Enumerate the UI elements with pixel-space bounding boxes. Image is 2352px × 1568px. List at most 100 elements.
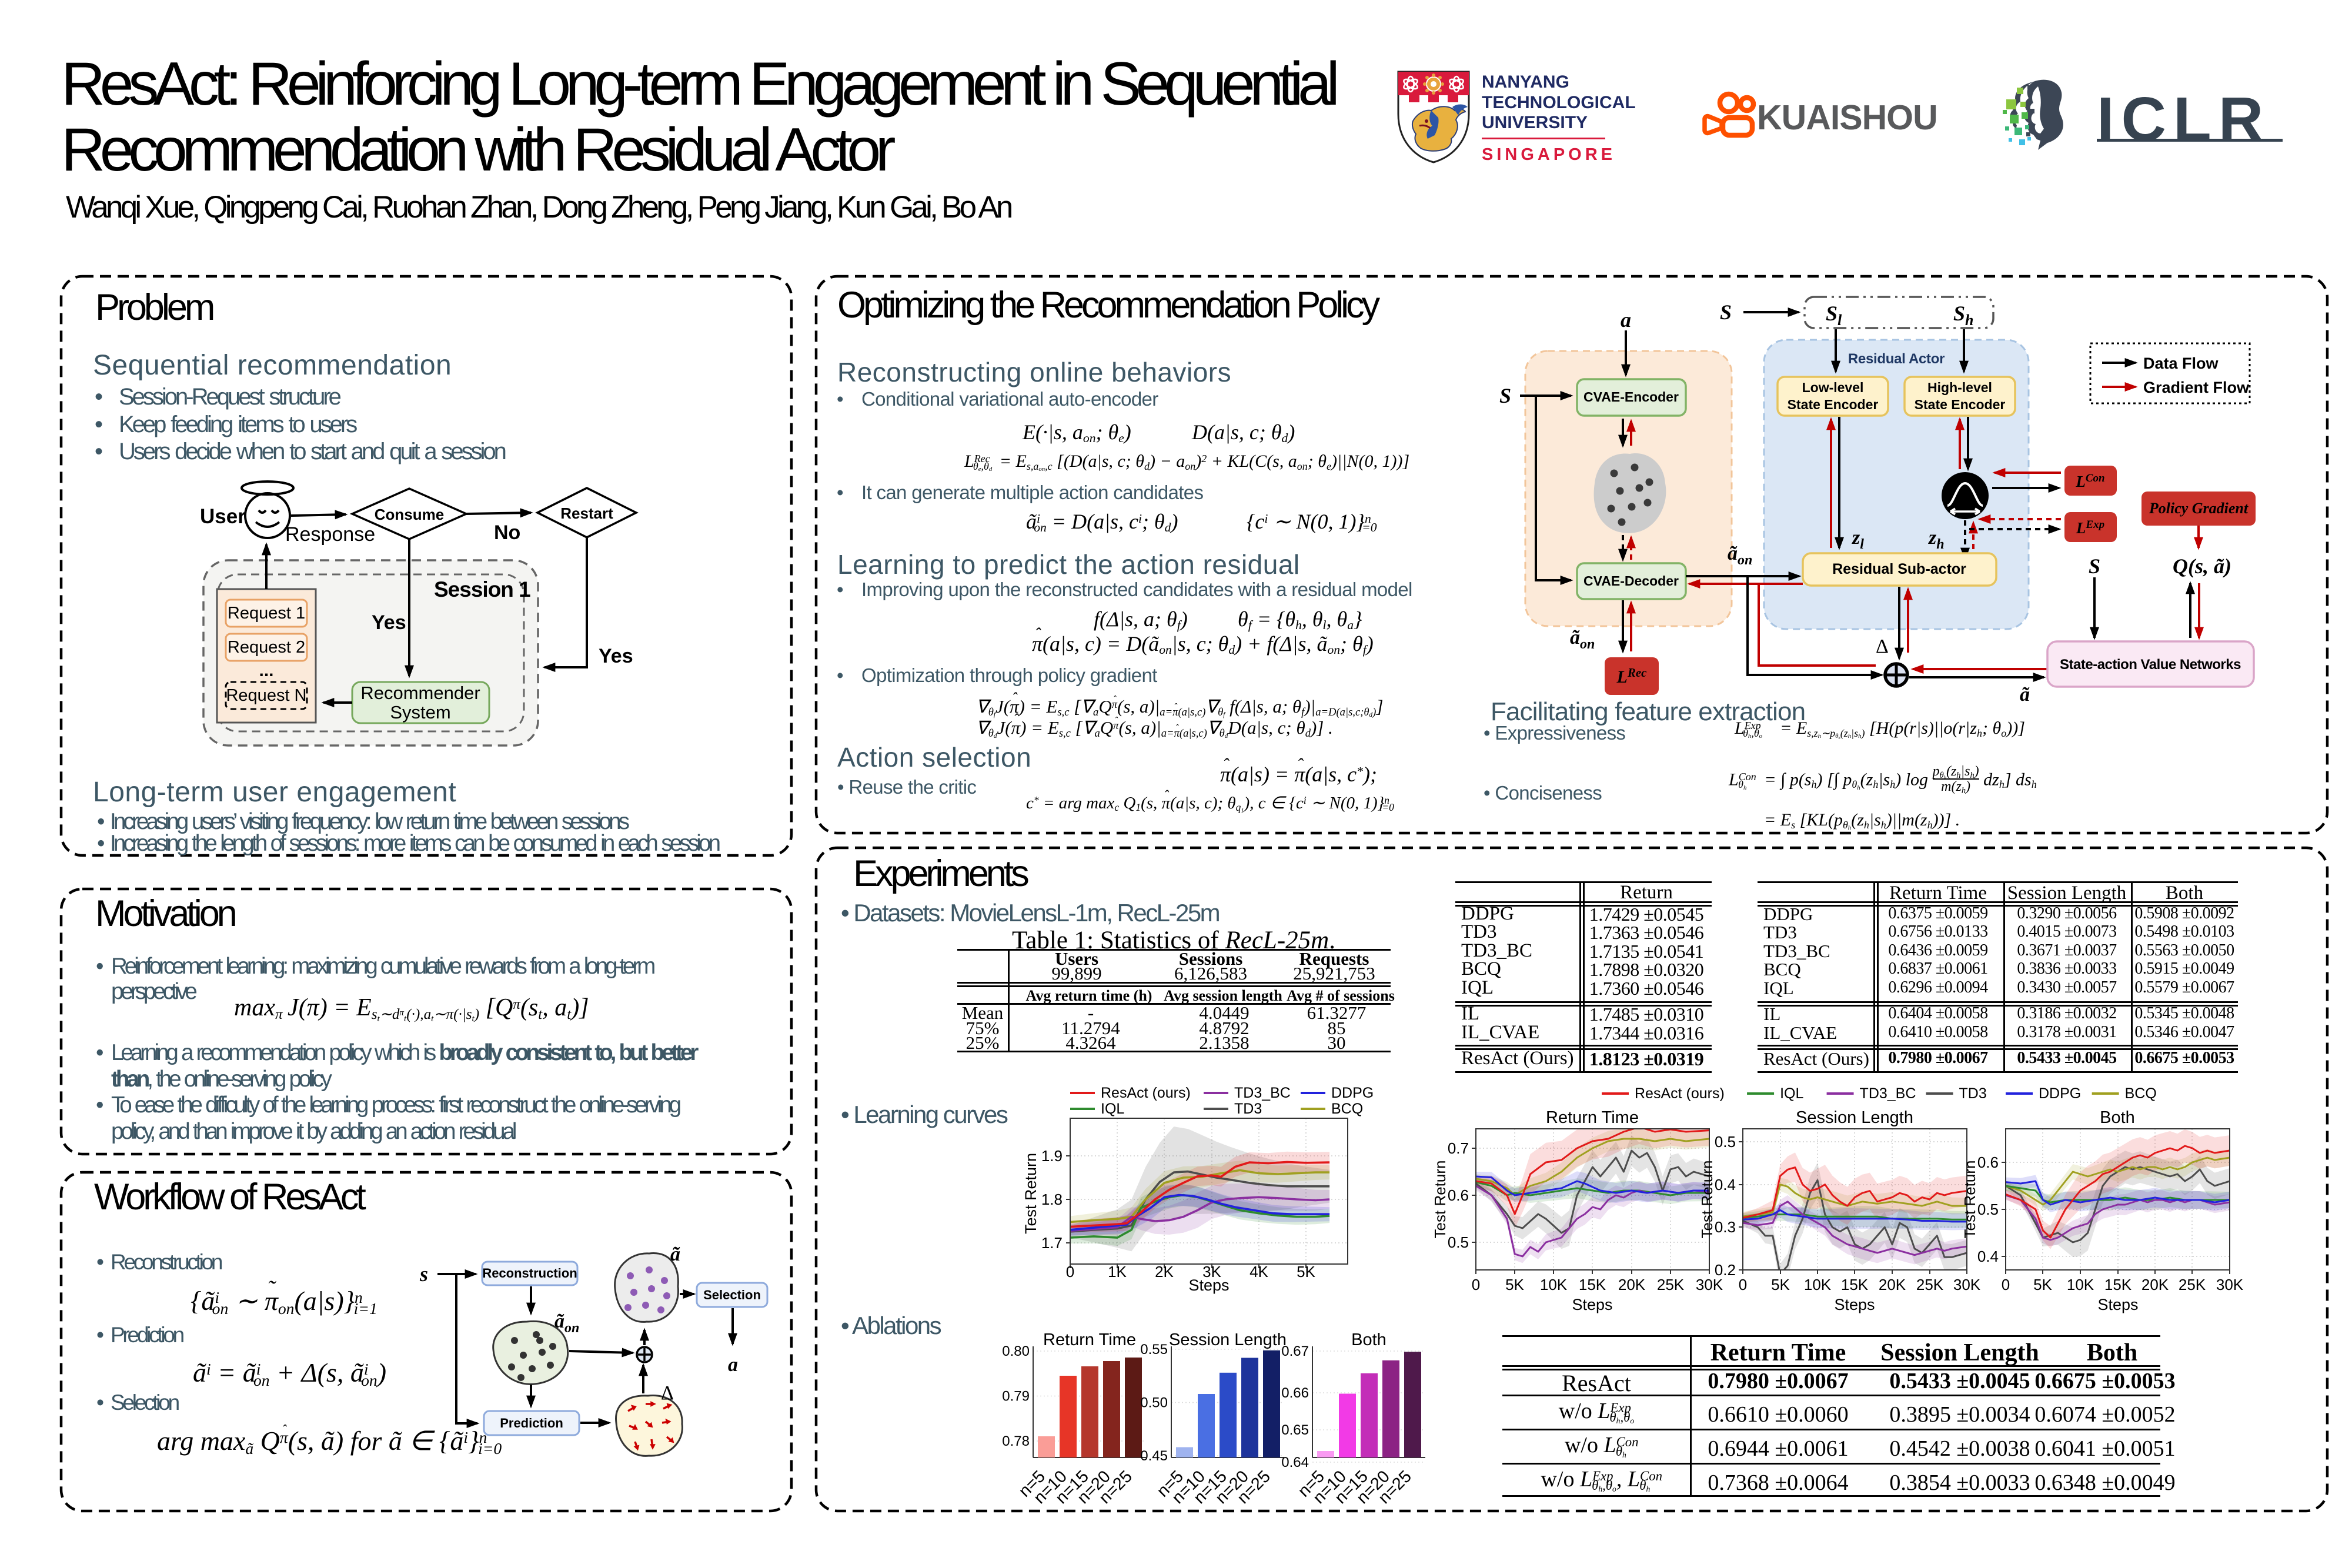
svg-text:IQL: IQL <box>1780 1085 1803 1102</box>
svg-text:User: User <box>200 505 246 528</box>
svg-text:Recommender: Recommender <box>360 683 480 703</box>
svg-text:0.65: 0.65 <box>1281 1422 1309 1438</box>
svg-text:25K: 25K <box>1657 1276 1685 1293</box>
svg-text:0.55: 0.55 <box>1140 1342 1168 1358</box>
svg-text:ResAct (ours): ResAct (ours) <box>1101 1085 1191 1101</box>
svg-text:15K: 15K <box>1841 1276 1869 1293</box>
svg-text:0.5: 0.5 <box>1448 1233 1469 1251</box>
svg-text:Test Return: Test Return <box>1961 1161 1979 1239</box>
svg-text:TD3_BC: TD3_BC <box>1234 1085 1291 1101</box>
svg-text:0.5: 0.5 <box>1715 1133 1736 1151</box>
svg-text:Request 2: Request 2 <box>228 638 305 657</box>
svg-text:0.6: 0.6 <box>1977 1154 1999 1171</box>
svg-text:Request N: Request N <box>226 686 306 705</box>
svg-text:20K: 20K <box>1879 1276 1906 1293</box>
svg-text:1.9: 1.9 <box>1041 1147 1063 1165</box>
svg-text:Prediction: Prediction <box>500 1416 563 1430</box>
svg-text:zh: zh <box>1928 527 1945 552</box>
svg-text:Low-level: Low-level <box>1802 380 1864 395</box>
svg-text:0: 0 <box>1066 1263 1074 1281</box>
svg-text:CVAE-Decoder: CVAE-Decoder <box>1583 573 1679 589</box>
svg-text:ãon: ãon <box>1570 627 1595 652</box>
svg-text:5K: 5K <box>2033 1276 2052 1293</box>
svg-text:Policy Gradient: Policy Gradient <box>2149 500 2249 517</box>
svg-text:5K: 5K <box>1505 1276 1524 1293</box>
svg-text:DDPG: DDPG <box>2039 1085 2081 1102</box>
svg-text:Session Length: Session Length <box>1796 1108 1913 1127</box>
svg-text:0.6: 0.6 <box>1448 1186 1469 1204</box>
svg-text:Yes: Yes <box>599 645 633 667</box>
svg-text:Response: Response <box>285 523 375 546</box>
svg-text:ResAct (ours): ResAct (ours) <box>1635 1085 1725 1102</box>
svg-text:30K: 30K <box>1953 1276 1981 1293</box>
svg-text:2K: 2K <box>1155 1263 1174 1281</box>
svg-text:0.2: 0.2 <box>1715 1261 1736 1279</box>
svg-text:Request 1: Request 1 <box>228 604 305 623</box>
svg-text:5K: 5K <box>1297 1263 1315 1281</box>
svg-text:0.80: 0.80 <box>1002 1343 1030 1359</box>
svg-text:s: s <box>419 1262 428 1286</box>
svg-text:Consume: Consume <box>375 506 444 523</box>
svg-text:TD3: TD3 <box>1234 1101 1262 1117</box>
svg-text:0.64: 0.64 <box>1281 1455 1309 1470</box>
svg-text:System: System <box>390 702 450 723</box>
svg-text:High-level: High-level <box>1927 380 1992 395</box>
svg-text:ã: ã <box>2020 684 2030 706</box>
svg-text:0.7: 0.7 <box>1448 1139 1469 1157</box>
svg-text:Q(s, ã): Q(s, ã) <box>2173 554 2231 578</box>
svg-text:State Encoder: State Encoder <box>1915 397 2006 412</box>
svg-text:25K: 25K <box>1916 1276 1944 1293</box>
svg-text:0.67: 0.67 <box>1281 1343 1309 1359</box>
svg-text:State-action Value Networks: State-action Value Networks <box>2060 657 2241 673</box>
svg-text:DDPG: DDPG <box>1331 1085 1374 1101</box>
svg-text:30K: 30K <box>1696 1276 1723 1293</box>
svg-text:15K: 15K <box>2104 1276 2132 1293</box>
svg-text:Δ: Δ <box>661 1382 674 1404</box>
svg-text:0: 0 <box>1739 1276 1747 1293</box>
svg-text:a: a <box>1621 308 1631 332</box>
svg-text:Δ: Δ <box>1876 636 1889 657</box>
svg-text:1.8: 1.8 <box>1041 1191 1063 1208</box>
svg-text:0.79: 0.79 <box>1002 1389 1030 1405</box>
svg-text:0.45: 0.45 <box>1140 1448 1168 1464</box>
svg-text:a: a <box>728 1354 738 1376</box>
svg-text:CVAE-Encoder: CVAE-Encoder <box>1583 389 1679 404</box>
svg-text:Steps: Steps <box>2097 1296 2138 1313</box>
svg-text:0.78: 0.78 <box>1002 1433 1030 1449</box>
svg-text:0.4: 0.4 <box>1977 1248 1999 1265</box>
svg-text:ãon: ãon <box>1728 543 1752 568</box>
svg-text:LExp: LExp <box>2076 519 2104 537</box>
svg-text:State Encoder: State Encoder <box>1788 397 1879 412</box>
svg-text:...: ... <box>259 661 273 680</box>
svg-text:Selection: Selection <box>703 1288 761 1302</box>
svg-text:Test Return: Test Return <box>1431 1161 1449 1239</box>
svg-text:0.66: 0.66 <box>1281 1385 1309 1401</box>
svg-text:10K: 10K <box>2067 1276 2094 1293</box>
svg-text:Test Return: Test Return <box>1022 1153 1040 1234</box>
svg-text:Gradient Flow: Gradient Flow <box>2143 379 2250 396</box>
svg-text:Steps: Steps <box>1188 1276 1229 1294</box>
svg-text:BCQ: BCQ <box>2125 1085 2157 1102</box>
svg-text:0.50: 0.50 <box>1140 1395 1168 1411</box>
svg-text:IQL: IQL <box>1101 1101 1124 1117</box>
svg-text:Steps: Steps <box>1834 1296 1875 1313</box>
svg-text:0: 0 <box>2002 1276 2010 1293</box>
svg-text:Return Time: Return Time <box>1043 1330 1136 1349</box>
svg-text:Session 1: Session 1 <box>434 577 530 601</box>
svg-text:1K: 1K <box>1108 1263 1127 1281</box>
svg-text:TD3_BC: TD3_BC <box>1860 1085 1916 1102</box>
svg-text:4K: 4K <box>1250 1263 1268 1281</box>
svg-text:Restart: Restart <box>560 504 613 522</box>
svg-text:S: S <box>1720 300 1732 324</box>
svg-text:Both: Both <box>1351 1330 1387 1349</box>
svg-text:Reconstruction: Reconstruction <box>482 1266 577 1281</box>
svg-text:5K: 5K <box>1771 1276 1790 1293</box>
svg-text:BCQ: BCQ <box>1331 1101 1363 1117</box>
svg-text:0.4: 0.4 <box>1715 1176 1736 1193</box>
svg-text:20K: 20K <box>1618 1276 1646 1293</box>
svg-text:LRec: LRec <box>1616 666 1648 687</box>
svg-text:S: S <box>2089 554 2100 578</box>
svg-text:Data Flow: Data Flow <box>2143 355 2219 372</box>
svg-text:0.3: 0.3 <box>1715 1218 1736 1236</box>
svg-text:ã: ã <box>670 1243 680 1265</box>
